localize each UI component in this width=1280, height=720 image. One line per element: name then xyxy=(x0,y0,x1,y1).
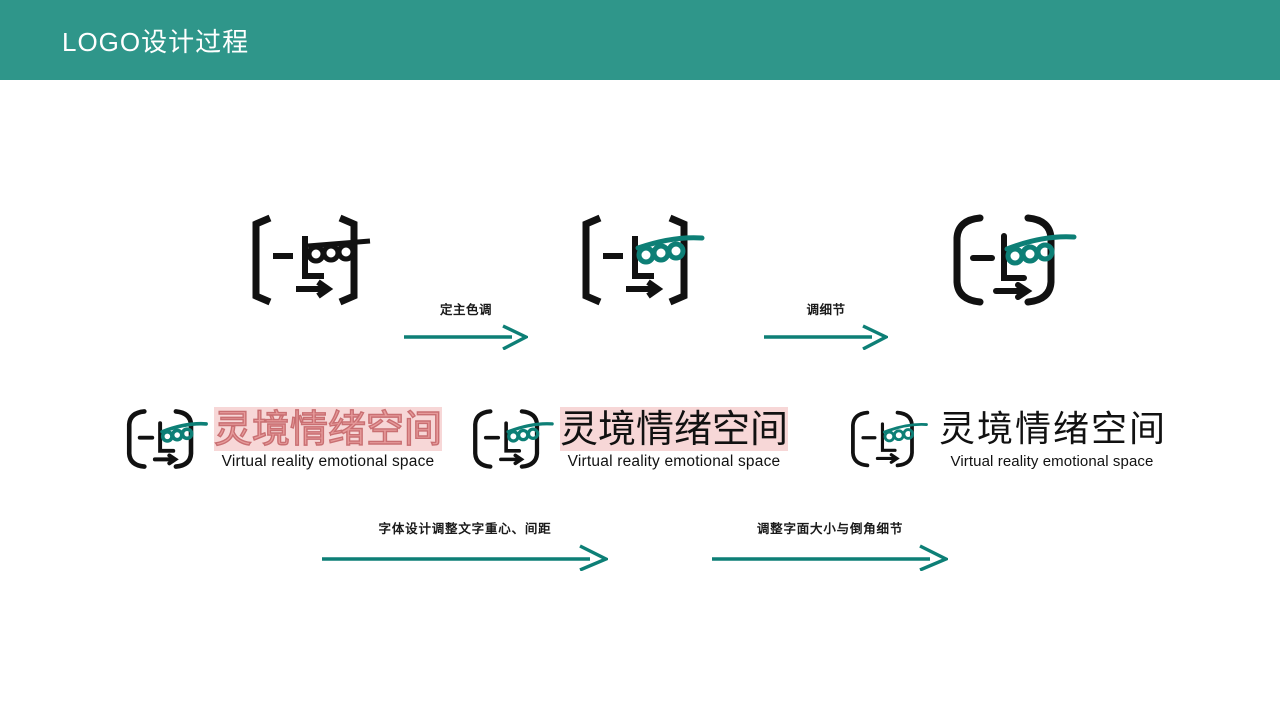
brand-char: 空 xyxy=(712,407,751,451)
wordmark: 灵 境 情 绪 空 间 Virtual reality emotional sp… xyxy=(560,407,788,471)
bracket-face-logo-mark xyxy=(953,214,1077,306)
arrow-right-icon xyxy=(322,544,608,571)
brand-char: 绪 xyxy=(327,406,367,451)
logo-stage-3 xyxy=(946,208,1086,317)
brand-char: 境 xyxy=(976,408,1013,450)
brand-name-en: Virtual reality emotional space xyxy=(221,453,435,470)
arrow-right-icon xyxy=(712,544,948,571)
logo-lockup-3: 灵 境 情 绪 空 间 Virtual reality emotional sp… xyxy=(846,404,1166,474)
arrow-right-icon xyxy=(764,324,888,350)
page-header: LOGO设计过程 xyxy=(0,0,1280,80)
brand-name-cn: 灵 境 情 绪 空 间 xyxy=(938,409,1166,451)
wordmark: 灵 境 情 绪 空 间 Virtual reality emotional sp… xyxy=(213,406,443,471)
page-title: LOGO设计过程 xyxy=(62,26,250,57)
brand-char: 境 xyxy=(251,406,291,451)
process-arrow-3-label: 字体设计调整文字重心、间距 xyxy=(378,522,552,536)
arrow-right-icon xyxy=(404,324,528,350)
brand-char: 间 xyxy=(403,406,443,451)
bracket-face-logo-mark xyxy=(126,409,208,469)
bracket-face-logo-mark xyxy=(851,410,928,468)
brand-char: 灵 xyxy=(213,406,253,451)
brand-name-cn: 灵 境 情 绪 空 间 xyxy=(213,406,443,451)
brand-char: 灵 xyxy=(560,407,599,451)
bracket-face-logo-mark xyxy=(252,214,371,306)
brand-char: 境 xyxy=(598,407,637,451)
brand-name-en: Virtual reality emotional space xyxy=(567,453,781,470)
brand-char: 空 xyxy=(365,406,405,451)
bracket-face-logo-mark xyxy=(473,409,554,469)
bracket-face-logo-mark xyxy=(582,214,705,306)
brand-char: 情 xyxy=(289,406,329,451)
logo-lockup-1: 灵 境 情 绪 空 间 Virtual reality emotional sp… xyxy=(122,402,443,476)
process-arrow-3: 字体设计调整文字重心、间距 xyxy=(322,518,608,571)
logo-stage-2 xyxy=(578,210,714,315)
logo-stage-1 xyxy=(248,210,384,315)
process-arrow-2: 调细节 xyxy=(764,299,888,350)
process-arrow-4: 调整字面大小与倒角细节 xyxy=(712,518,948,571)
process-arrow-4-label: 调整字面大小与倒角细节 xyxy=(756,522,904,536)
process-arrow-1-label: 定主色调 xyxy=(439,303,492,317)
process-arrow-1: 定主色调 xyxy=(404,299,528,350)
brand-char: 绪 xyxy=(674,407,713,451)
brand-char: 灵 xyxy=(938,408,975,450)
brand-char: 情 xyxy=(636,407,675,451)
brand-char: 间 xyxy=(1128,408,1165,450)
brand-char: 间 xyxy=(750,407,789,451)
brand-name-cn: 灵 境 情 绪 空 间 xyxy=(560,407,788,451)
brand-char: 绪 xyxy=(1052,408,1089,450)
process-arrow-2-label: 调细节 xyxy=(806,303,846,317)
design-process-canvas: 定主色调 xyxy=(0,80,1280,720)
logo-lockup-2: 灵 境 情 绪 空 间 Virtual reality emotional sp… xyxy=(468,402,788,476)
brand-char: 情 xyxy=(1014,408,1051,450)
brand-name-en: Virtual reality emotional space xyxy=(950,452,1154,470)
brand-char: 空 xyxy=(1090,408,1127,450)
wordmark: 灵 境 情 绪 空 间 Virtual reality emotional sp… xyxy=(938,409,1166,470)
